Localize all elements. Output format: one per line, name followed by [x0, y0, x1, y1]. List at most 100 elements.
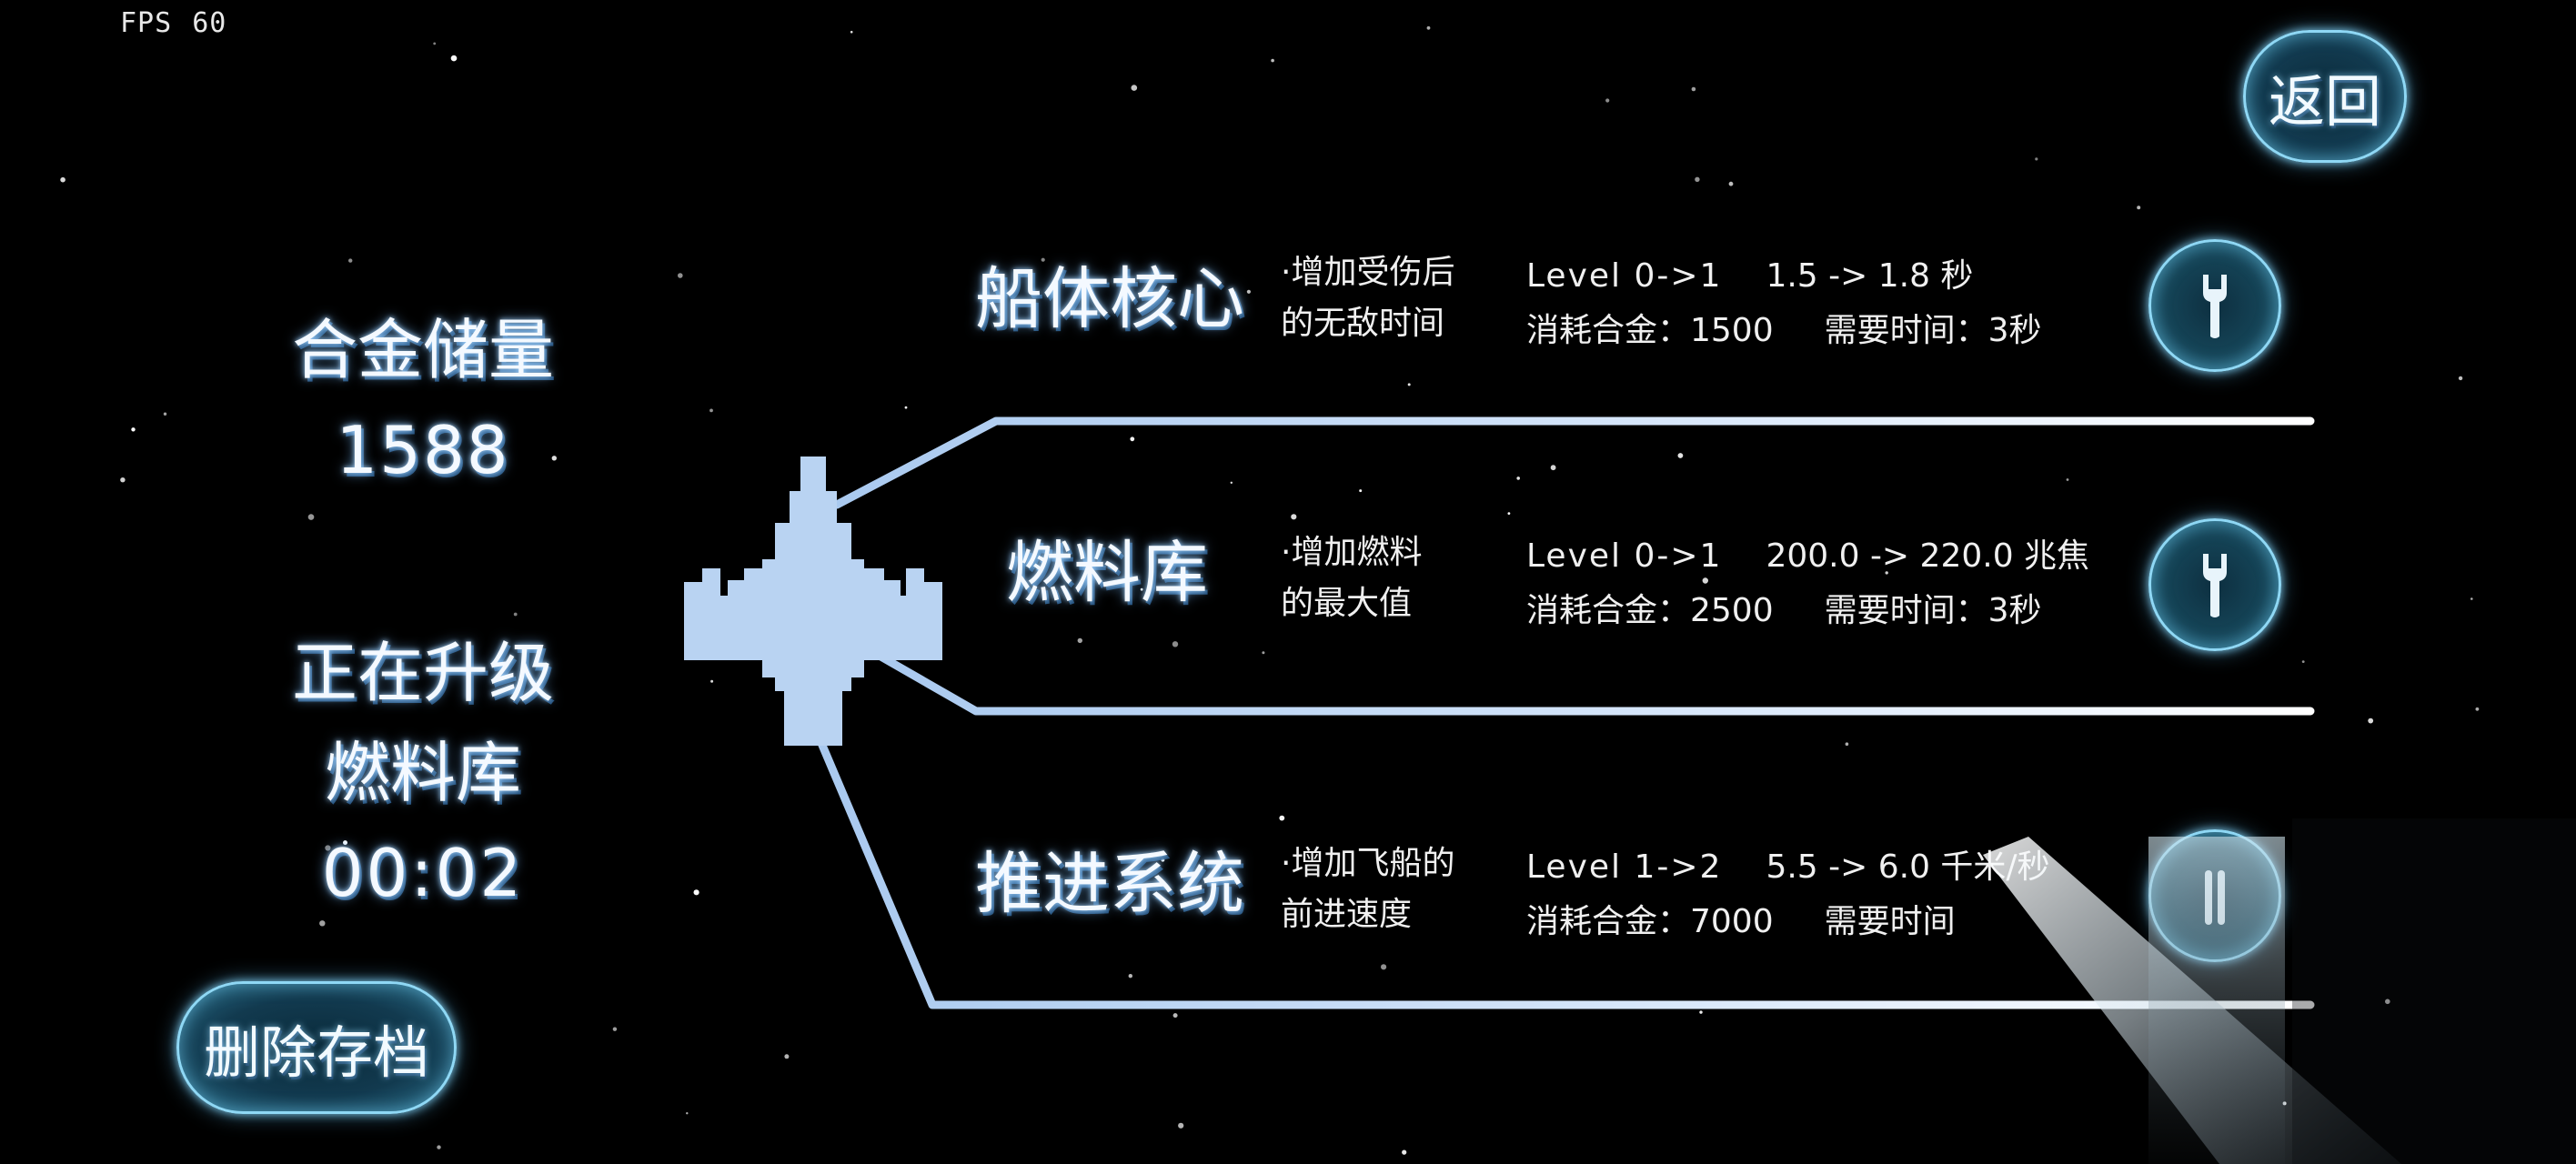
module-cost: 消耗合金：7000	[1526, 903, 1774, 940]
star	[472, 764, 476, 768]
star	[2368, 717, 2374, 724]
connector-line-hull	[832, 416, 2315, 509]
star	[2470, 597, 2473, 600]
pixel-spaceship	[684, 457, 942, 746]
star	[850, 30, 853, 34]
star	[1041, 257, 1045, 262]
star	[678, 273, 683, 278]
alloy-value: 1588	[336, 412, 510, 488]
star	[1140, 587, 1143, 591]
star	[1728, 181, 1734, 186]
star	[1271, 58, 1274, 63]
connector-line-thruster	[814, 732, 2315, 1009]
module-cost: 消耗合金：2500	[1526, 592, 1774, 629]
star	[120, 477, 126, 483]
star	[1702, 577, 1709, 584]
star	[693, 889, 699, 896]
star	[1605, 98, 1610, 103]
module-time: 需要时间	[1824, 903, 1956, 940]
delete-save-button[interactable]: 删除存档	[176, 981, 457, 1114]
module-desc-line: ·增加燃料	[1281, 534, 1423, 571]
module-title-hull-core: 船体核心	[975, 260, 1244, 338]
star	[709, 408, 713, 413]
star	[1161, 858, 1165, 862]
star	[163, 412, 167, 416]
star	[551, 456, 557, 461]
upgrading-timer: 00:02	[321, 835, 525, 911]
thruster-icon	[2205, 870, 2225, 925]
star	[1507, 512, 1511, 515]
fps-value: 60	[192, 7, 227, 39]
module-level: Level 0->1	[1526, 257, 1723, 295]
star	[1131, 85, 1138, 91]
star	[437, 1145, 441, 1149]
module-time: 需要时间：3秒	[1824, 592, 2042, 629]
star	[1550, 465, 1556, 471]
star	[1230, 481, 1233, 484]
star	[1885, 571, 1888, 575]
star	[1246, 289, 1251, 294]
module-title-fuel-tank: 燃料库	[1006, 534, 1208, 612]
module-desc-line: ·增加飞船的	[1281, 845, 1455, 882]
module-stat-change: 200.0 -> 220.0 兆焦	[1766, 537, 2090, 575]
star	[904, 406, 908, 409]
module-desc-hull-core: ·增加受伤后 的无敌时间	[1281, 247, 1454, 349]
star	[1695, 176, 1700, 182]
star	[1699, 1010, 1703, 1014]
star	[131, 427, 136, 432]
upgrade-hull-core-button[interactable]	[2148, 239, 2281, 372]
star	[343, 840, 347, 846]
star	[2458, 376, 2463, 381]
star	[1279, 815, 1285, 821]
upgrade-fuel-tank-button[interactable]	[2148, 518, 2281, 651]
star	[784, 1054, 790, 1059]
wrench-icon	[2203, 554, 2227, 617]
back-button[interactable]: 返回	[2243, 30, 2407, 163]
module-desc-fuel-tank: ·增加燃料 的最大值	[1281, 527, 1422, 629]
star	[1291, 514, 1297, 520]
star	[1359, 489, 1363, 493]
star	[686, 1112, 689, 1115]
wrench-icon	[2203, 275, 2227, 338]
star	[433, 42, 437, 45]
star	[319, 920, 326, 927]
star	[450, 55, 458, 62]
star	[348, 258, 353, 263]
star	[2066, 478, 2069, 481]
star	[325, 845, 331, 851]
star	[1178, 1122, 1184, 1129]
module-desc-line: 的最大值	[1281, 585, 1413, 622]
star	[2035, 157, 2038, 161]
module-cost: 消耗合金：1500	[1526, 312, 1774, 349]
upgrading-label: 正在升级	[291, 635, 554, 711]
star	[60, 176, 65, 183]
module-stat-change: 5.5 -> 6.0 千米/秒	[1766, 848, 2050, 886]
star	[1172, 1013, 1178, 1018]
star	[1426, 25, 1431, 30]
module-level: Level 0->1	[1526, 537, 1723, 575]
star	[1516, 477, 1520, 480]
module-level: Level 1->2	[1526, 848, 1723, 886]
star	[2475, 707, 2480, 711]
star	[1262, 651, 1265, 655]
star	[710, 679, 714, 683]
delete-save-label: 删除存档	[203, 1019, 429, 1086]
star	[1077, 637, 1083, 644]
star	[1407, 383, 1411, 386]
module-info-fuel-tank: Level 0->1 200.0 -> 220.0 兆焦 消耗合金：2500 需要时…	[1526, 529, 2089, 638]
star	[1130, 436, 1135, 442]
upgrading-module-name: 燃料库	[324, 735, 521, 811]
star	[1381, 323, 1385, 327]
upgrade-propulsion-button[interactable]	[2148, 829, 2281, 962]
connector-line-fuel	[873, 650, 2315, 716]
star	[1381, 964, 1387, 970]
star	[2301, 660, 2305, 663]
module-stat-change: 1.5 -> 1.8 秒	[1766, 257, 1974, 295]
module-title-propulsion: 推进系统	[975, 845, 1244, 923]
module-time: 需要时间：3秒	[1824, 312, 2042, 349]
module-desc-line: 前进速度	[1281, 896, 1413, 933]
module-desc-line: ·增加受伤后	[1281, 254, 1455, 291]
